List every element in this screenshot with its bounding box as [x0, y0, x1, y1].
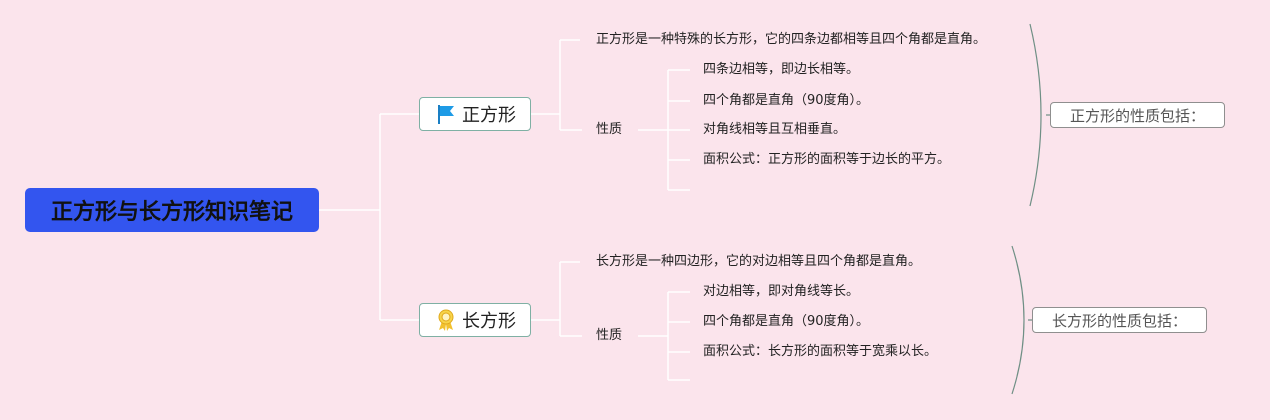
square-property-item[interactable]: 对角线相等且互相垂直。: [703, 122, 847, 137]
award-ribbon-icon: [438, 309, 454, 331]
rectangle-property-item[interactable]: 面积公式：长方形的面积等于宽乘以长。: [703, 344, 938, 359]
square-property-item[interactable]: 四条边相等，即边长相等。: [703, 62, 860, 77]
summary-square[interactable]: 正方形的性质包括：: [1050, 102, 1225, 128]
rectangle-definition[interactable]: 长方形是一种四边形，它的对边相等且四个角都是直角。: [596, 254, 922, 269]
square-property-item[interactable]: 四个角都是直角（90度角）。: [703, 93, 870, 108]
summary-rectangle-label: 长方形的性质包括：: [1051, 311, 1187, 330]
flag-icon: [438, 105, 454, 124]
square-definition[interactable]: 正方形是一种特殊的长方形，它的四条边都相等且四个角都是直角。: [596, 32, 987, 47]
branch-rectangle-label: 长方形: [462, 311, 516, 332]
rectangle-property-item[interactable]: 四个角都是直角（90度角）。: [703, 314, 870, 329]
root-node[interactable]: 正方形与长方形知识笔记: [25, 188, 319, 232]
branch-rectangle[interactable]: 长方形: [419, 303, 531, 337]
summary-rectangle[interactable]: 长方形的性质包括：: [1032, 307, 1207, 333]
summary-square-label: 正方形的性质包括：: [1069, 106, 1205, 125]
branch-square-label: 正方形: [462, 105, 516, 126]
square-property-item[interactable]: 面积公式：正方形的面积等于边长的平方。: [703, 152, 951, 167]
rectangle-property-item[interactable]: 对边相等，即对角线等长。: [703, 284, 860, 299]
rectangle-properties-label[interactable]: 性质: [596, 328, 623, 343]
summary-brace-square: [1029, 23, 1042, 207]
branch-square[interactable]: 正方形: [419, 97, 531, 131]
square-properties-label[interactable]: 性质: [596, 122, 623, 137]
root-label: 正方形与长方形知识笔记: [50, 200, 293, 225]
summary-brace-rectangle: [1011, 245, 1025, 395]
